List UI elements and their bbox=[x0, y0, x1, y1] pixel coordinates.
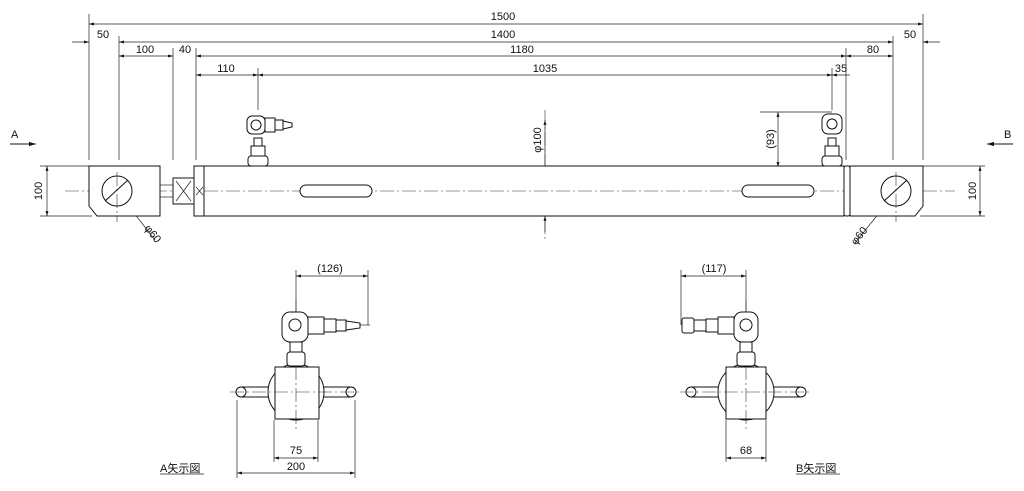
view-arrow-b: B bbox=[987, 129, 1013, 147]
dim-right-height: 100 bbox=[967, 182, 979, 200]
dim-left-gap: 40 bbox=[179, 44, 191, 56]
left-end-cap bbox=[193, 165, 205, 217]
view-a-block-width: 75 bbox=[290, 445, 302, 457]
dim-port-height: (93) bbox=[765, 129, 777, 149]
cylinder-main-view bbox=[65, 110, 955, 240]
dim-left-block: 100 bbox=[136, 44, 154, 56]
dim-port-pitch: 1035 bbox=[533, 63, 557, 75]
view-arrow-a: A bbox=[10, 129, 36, 147]
view-a-block bbox=[274, 366, 320, 420]
view-a: (126) 75 200 A矢示図 bbox=[160, 263, 370, 478]
dim-tube-dia: φ100 bbox=[532, 127, 544, 153]
right-end-cap bbox=[843, 165, 851, 217]
view-a-fitting-len: (126) bbox=[317, 263, 343, 275]
dim-right-offset: 80 bbox=[867, 44, 879, 56]
dim-left-end: 50 bbox=[97, 29, 109, 41]
view-a-span: 200 bbox=[287, 461, 305, 473]
dim-pin-pitch: 1400 bbox=[491, 29, 515, 41]
left-slot bbox=[299, 184, 373, 198]
dim-left-height: 100 bbox=[33, 182, 45, 200]
view-b: (117) 68 B矢示図 bbox=[680, 263, 840, 475]
left-port-fitting bbox=[246, 115, 293, 167]
view-b-fitting-len: (117) bbox=[702, 263, 727, 275]
right-slot bbox=[741, 184, 815, 198]
dim-right-port: 35 bbox=[835, 63, 847, 75]
view-arrow-a-label: A bbox=[11, 129, 19, 141]
right-port-fitting bbox=[821, 113, 843, 167]
dim-left-port: 110 bbox=[217, 63, 235, 75]
dim-left-hole: φ60 bbox=[142, 223, 163, 246]
right-clevis bbox=[849, 165, 924, 217]
view-arrow-b-label: B bbox=[1004, 129, 1011, 141]
view-b-block-width: 68 bbox=[740, 445, 752, 457]
dim-overall: 1500 bbox=[491, 11, 515, 23]
view-a-label: A矢示図 bbox=[160, 461, 200, 475]
view-b-label: B矢示図 bbox=[796, 461, 836, 475]
dim-right-end: 50 bbox=[904, 29, 916, 41]
dim-body: 1180 bbox=[510, 44, 534, 56]
left-clevis bbox=[88, 165, 161, 217]
